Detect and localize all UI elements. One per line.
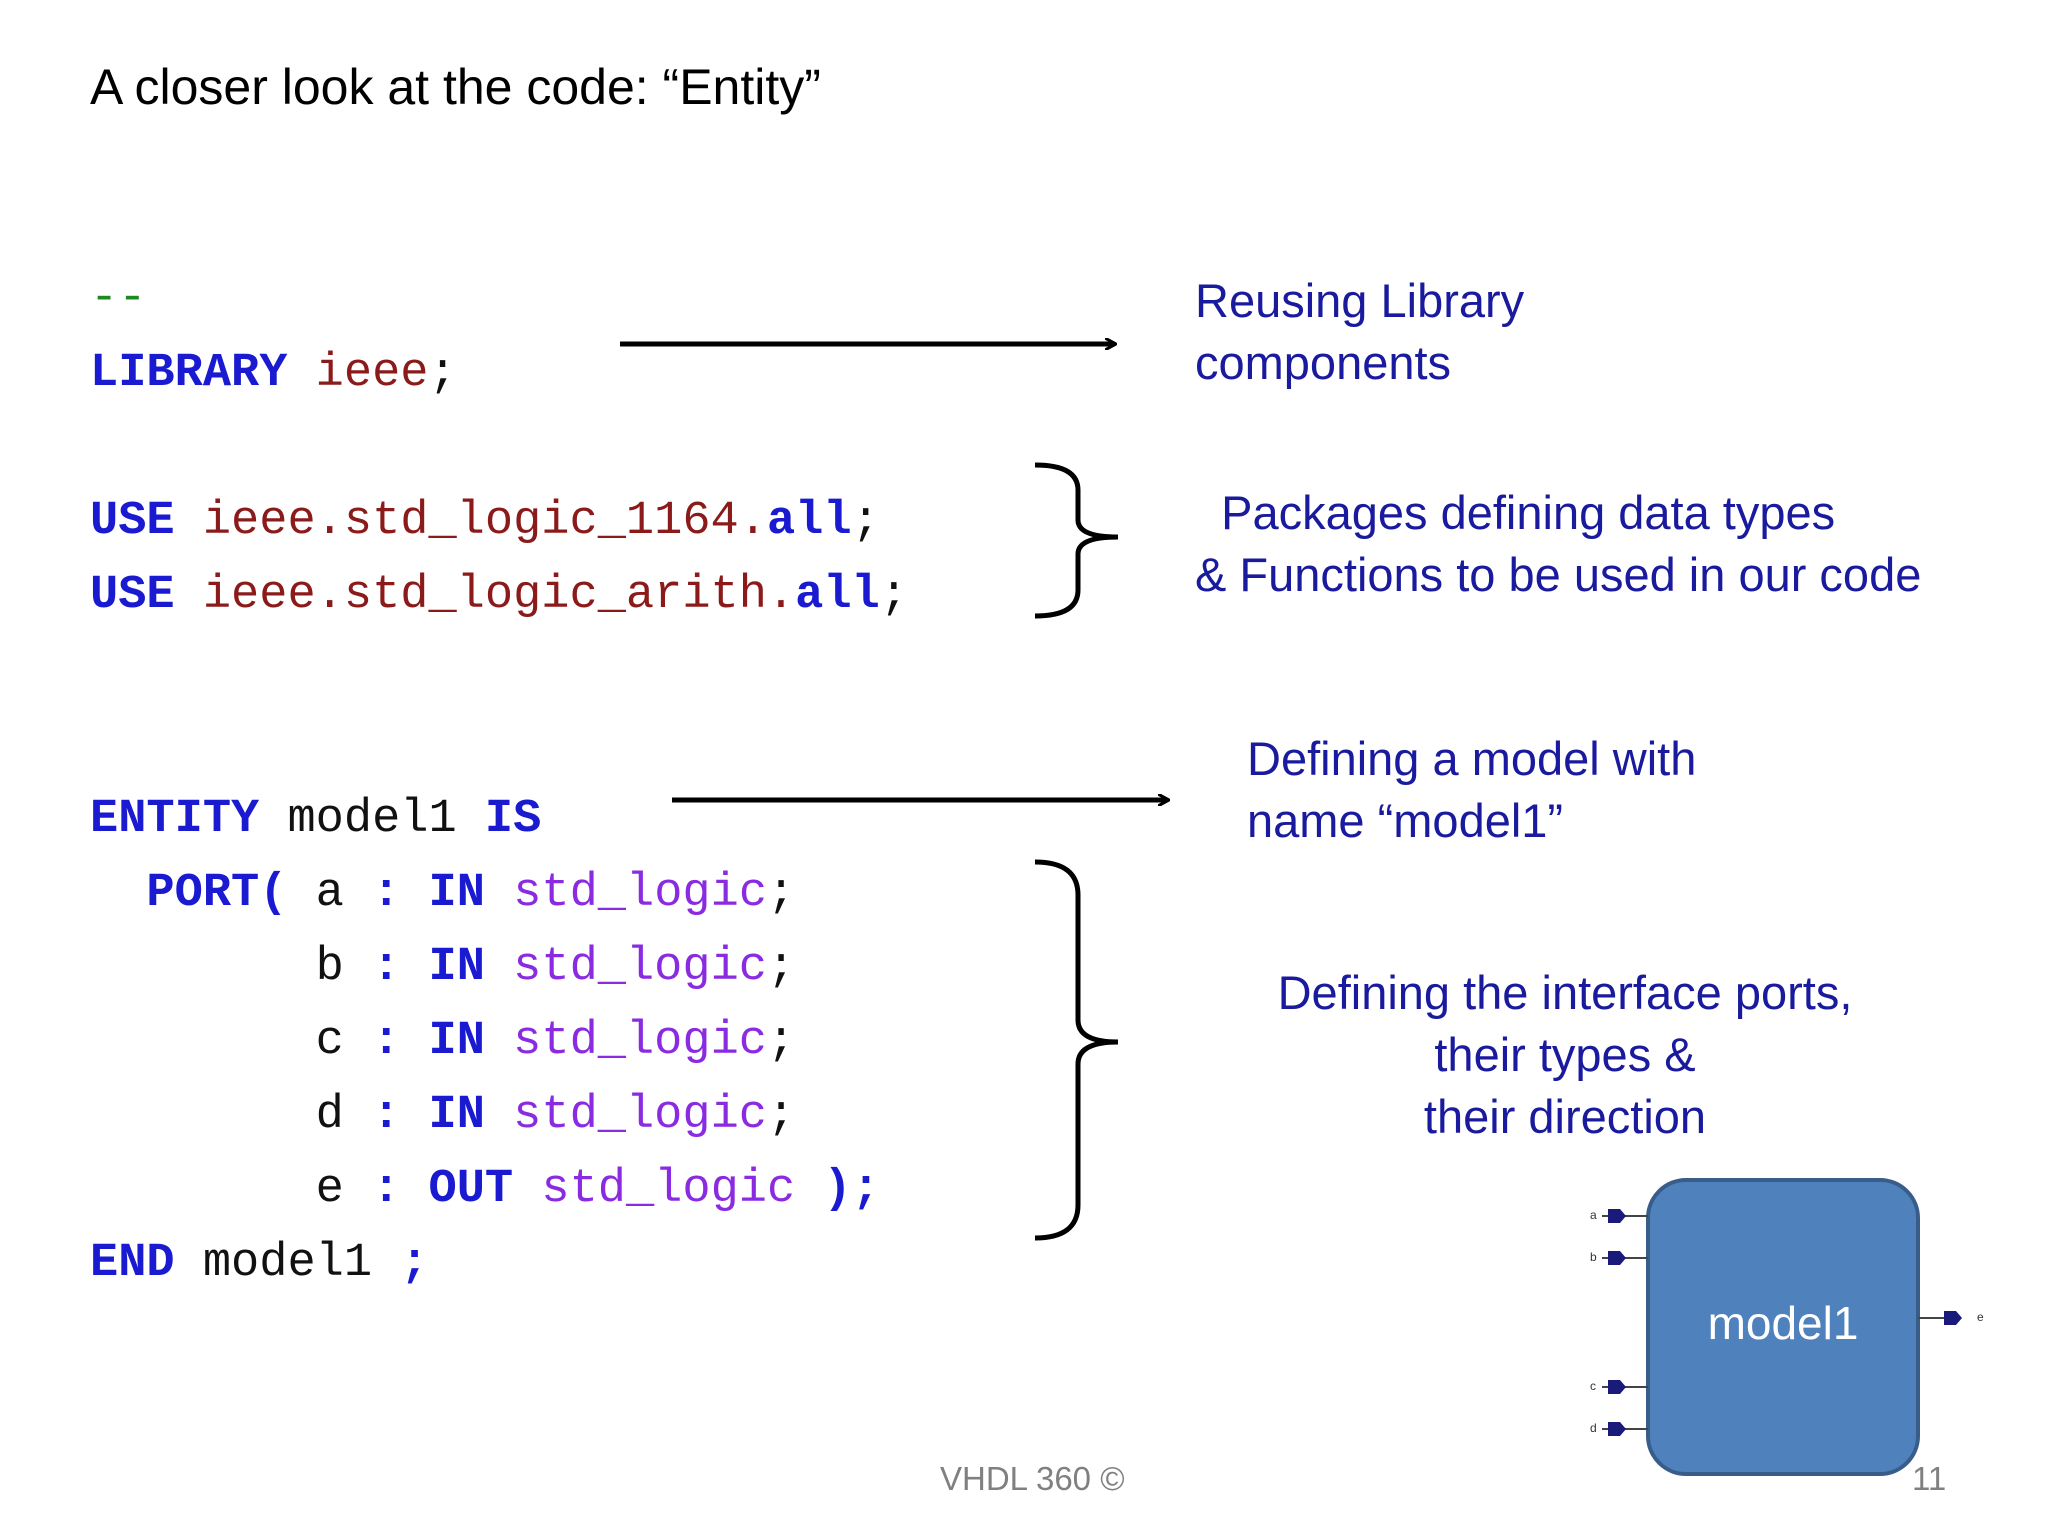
semicolon: ; [767, 1089, 796, 1142]
annotation-line: their types & [1434, 1028, 1696, 1081]
port-label-e: e [1977, 1310, 1984, 1324]
package-path: ieee.std_logic_arith. [202, 569, 796, 622]
annotation-line: Reusing Library [1195, 274, 1525, 327]
footer-copyright: VHDL 360 © [940, 1460, 1125, 1497]
slide-title: A closer look at the code: “Entity” [90, 59, 821, 115]
entity-block [1646, 1178, 1920, 1476]
semicolon: ; [879, 569, 908, 622]
semicolon: ; [767, 941, 796, 994]
all-keyword: all [766, 495, 852, 548]
code-comment: -- [90, 275, 146, 322]
port-type: std_logic [513, 867, 768, 920]
annotation-ports: Defining the interface ports, their types… [1240, 962, 1890, 1148]
semicolon: ; [851, 495, 880, 548]
annotation-line: Defining a model with [1247, 732, 1697, 785]
port-b-marker [1608, 1251, 1626, 1265]
semicolon: ; [428, 347, 457, 400]
use-keyword: USE [90, 495, 175, 548]
entity-keyword: ENTITY [90, 793, 260, 846]
port-name: d [315, 1089, 344, 1142]
direction-in: IN [428, 941, 485, 994]
port-name: c [315, 1015, 344, 1068]
all-keyword: all [795, 569, 880, 622]
entity-name: model1 [287, 793, 457, 846]
library-name: ieee [315, 347, 429, 400]
annotation-line: their direction [1423, 1090, 1707, 1143]
port-keyword: PORT( [146, 867, 288, 920]
port-label-d: d [1590, 1421, 1597, 1435]
port-name: e [315, 1163, 344, 1216]
code-line-end: END model1 ; [90, 1240, 429, 1287]
ports-brace [1034, 859, 1119, 1241]
port-name: a [315, 867, 344, 920]
port-label-c: c [1590, 1379, 1596, 1393]
annotation-line: Defining the interface ports, [1277, 966, 1853, 1019]
port-a-marker [1608, 1209, 1626, 1223]
colon: : [372, 1089, 401, 1142]
annotation-line: Packages defining data types [1195, 486, 1836, 539]
port-type: std_logic [541, 1163, 796, 1216]
code-line-port-a: PORT( a : IN std_logic; [90, 870, 795, 917]
entity-name: model1 [202, 1237, 373, 1290]
port-c-marker [1608, 1380, 1626, 1394]
semicolon: ; [767, 867, 796, 920]
page-number: 11 [1912, 1460, 1947, 1497]
port-type: std_logic [513, 1015, 767, 1068]
annotation-line: name “model1” [1247, 794, 1564, 847]
direction-out: OUT [428, 1163, 514, 1216]
annotation-library: Reusing Library components [1195, 270, 1524, 394]
port-label-b: b [1590, 1250, 1597, 1264]
semicolon: ; [767, 1015, 796, 1068]
entity-diagram [1602, 1178, 1962, 1476]
code-line-port-e: e : OUT std_logic ); [90, 1166, 880, 1213]
code-line-entity: ENTITY model1 IS [90, 796, 541, 843]
port-name: b [315, 941, 344, 994]
annotation-entity: Defining a model with name “model1” [1247, 728, 1696, 852]
code-line-port-d: d : IN std_logic; [90, 1089, 796, 1142]
entity-block-label: model1 [1707, 1297, 1859, 1349]
port-d-marker [1608, 1422, 1626, 1436]
library-keyword: LIBRARY [90, 347, 288, 400]
use-keyword: USE [90, 569, 175, 622]
port-type: std_logic [513, 941, 767, 994]
code-line-use-1164: USE ieee.std_logic_1164.all; [90, 498, 880, 545]
close-paren: ); [823, 1163, 880, 1216]
package-path: ieee.std_logic_1164. [202, 495, 767, 548]
code-line-library: LIBRARY ieee; [90, 350, 457, 397]
semicolon: ; [400, 1237, 429, 1290]
code-line-port-c: c : IN std_logic; [90, 1015, 796, 1068]
direction-in: IN [428, 1015, 485, 1068]
code-line-use-arith: USE ieee.std_logic_arith.all; [90, 572, 908, 619]
port-label-a: a [1590, 1208, 1597, 1222]
colon: : [372, 867, 401, 920]
annotation-packages: Packages defining data types & Functions … [1195, 482, 1921, 606]
colon: : [372, 941, 401, 994]
packages-brace [1034, 462, 1119, 619]
is-keyword: IS [484, 793, 542, 846]
port-e-marker [1944, 1311, 1962, 1325]
direction-in: IN [428, 867, 485, 920]
annotation-line: components [1195, 336, 1452, 389]
colon: : [372, 1015, 401, 1068]
direction-in: IN [428, 1089, 485, 1142]
port-type: std_logic [513, 1089, 767, 1142]
end-keyword: END [90, 1237, 175, 1290]
annotation-line: & Functions to be used in our code [1195, 548, 1922, 601]
code-line-port-b: b : IN std_logic; [90, 941, 796, 994]
comment-marker: -- [90, 272, 147, 325]
colon: : [372, 1163, 401, 1216]
